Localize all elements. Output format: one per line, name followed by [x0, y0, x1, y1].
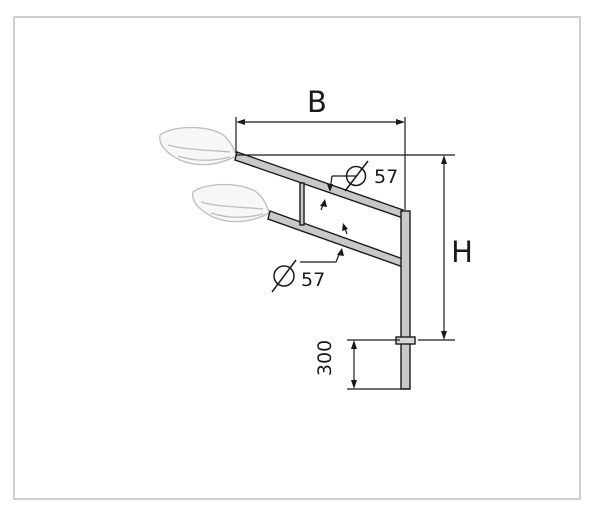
- lower-arm-diameter-label: 57: [301, 269, 325, 291]
- main-pole: [400, 210, 411, 390]
- upper-luminaire: [159, 126, 237, 166]
- arm-brace: [299, 182, 305, 226]
- dimension-b-label: B: [307, 85, 327, 119]
- pole-structure: [234, 151, 416, 390]
- lower-luminaire: [192, 183, 270, 223]
- lower-diameter-icon: [273, 265, 295, 287]
- dimension-h-label: H: [451, 235, 473, 269]
- upper-arm-diameter-label: 57: [374, 166, 398, 188]
- lower-arm: [267, 210, 404, 268]
- lower-arm-diameter-callout: [271, 223, 348, 293]
- upper-arm-diameter-callout: [320, 160, 369, 211]
- dimension-300-label: 300: [314, 340, 336, 376]
- dimension-300: [347, 339, 410, 390]
- dimension-h: [236, 154, 455, 341]
- dimension-b: [235, 117, 406, 210]
- drawing-frame: [13, 16, 581, 500]
